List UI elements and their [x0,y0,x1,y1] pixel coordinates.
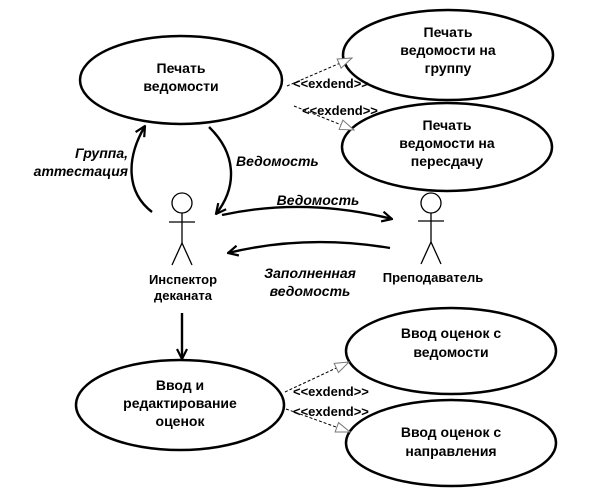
use-case-print-group-line-1: Печать [424,24,473,40]
use-case-grade-entry-line-3: оценок [156,413,206,429]
extend-print-group-label: <<exdend>> [293,76,369,91]
use-case-grade-entry-line-2: редактирование [123,395,237,411]
use-case-print-sheet-line-1: Печать [157,60,206,76]
use-case-print-retake-line-2: ведомости на [399,135,495,151]
extend-print-retake-line [293,105,354,130]
actor-inspector-label-line-1: Инспектор [149,272,217,287]
extend-print-retake-label: <<exdend>> [302,103,378,118]
flow-sheet-to-teacher: Ведомость [221,192,392,219]
extend-entry-from-referral-line [285,408,350,432]
extend-print-retake: <<exdend>> [293,103,378,130]
flow-sheet-to-teacher-arrow [221,205,392,219]
flow-filled-sheet: Заполненная ведомость [228,240,391,299]
extend-entry-from-referral-label: <<exdend>> [293,404,369,419]
actor-teacher-label: Преподаватель [383,270,484,285]
flow-group-attestation-arrow [130,126,153,213]
flow-sheet-down-arrow [208,126,233,214]
flow-sheet-down: Ведомость [208,126,319,214]
flow-group-attestation: Группа, аттестация [34,126,153,213]
actor-inspector-label-line-2: деканата [154,288,213,303]
use-case-entry-from-sheet-line-2: ведомости [413,344,488,360]
stick-figure-icon [418,192,444,265]
use-case-print-group-line-3: группу [425,60,472,76]
flow-sheet-to-teacher-label: Ведомость [277,192,360,208]
use-case-grade-entry-line-1: Ввод и [156,377,204,393]
use-case-print-retake-sheet[interactable]: Печать ведомости на пересдачу [340,101,554,193]
flow-group-attestation-label-line-2: аттестация [34,163,128,179]
stick-figure-icon [169,192,195,266]
extend-print-group: <<exdend>> [286,58,369,91]
use-case-entry-from-sheet-line-1: Ввод оценок с [401,325,502,341]
flow-filled-sheet-arrow [228,240,391,253]
actor-teacher[interactable]: Преподаватель [383,192,484,285]
use-case-grade-entry[interactable]: Ввод и редактирование оценок [74,358,286,452]
use-case-entry-from-referral[interactable]: Ввод оценок с направления [344,398,558,488]
use-case-print-retake-line-1: Печать [423,117,472,133]
use-case-entry-from-referral-line-1: Ввод оценок с [401,424,502,440]
flow-filled-sheet-label-line-1: Заполненная [264,265,356,281]
flow-group-attestation-label-line-1: Группа, [75,145,128,161]
extend-entry-from-referral: <<exdend>> [285,404,369,432]
extend-entry-from-sheet: <<exdend>> [284,362,369,399]
use-case-print-retake-line-3: пересдачу [411,153,484,169]
extend-print-group-line [286,58,352,87]
use-case-entry-from-sheet[interactable]: Ввод оценок с ведомости [344,306,558,396]
flow-filled-sheet-label-line-2: ведомость [270,283,351,299]
actor-inspector[interactable]: Инспектор деканата [149,192,217,303]
use-case-entry-from-referral-line-2: направления [405,443,496,459]
use-case-print-sheet[interactable]: Печать ведомости [78,34,284,126]
extend-entry-from-sheet-line [284,362,349,393]
flow-sheet-down-label: Ведомость [236,153,319,169]
use-case-print-sheet-line-2: ведомости [143,78,218,94]
use-case-print-group-sheet[interactable]: Печать ведомости на группу [341,8,555,102]
extend-entry-from-sheet-label: <<exdend>> [293,384,369,399]
use-case-print-group-line-2: ведомости на [400,42,496,58]
